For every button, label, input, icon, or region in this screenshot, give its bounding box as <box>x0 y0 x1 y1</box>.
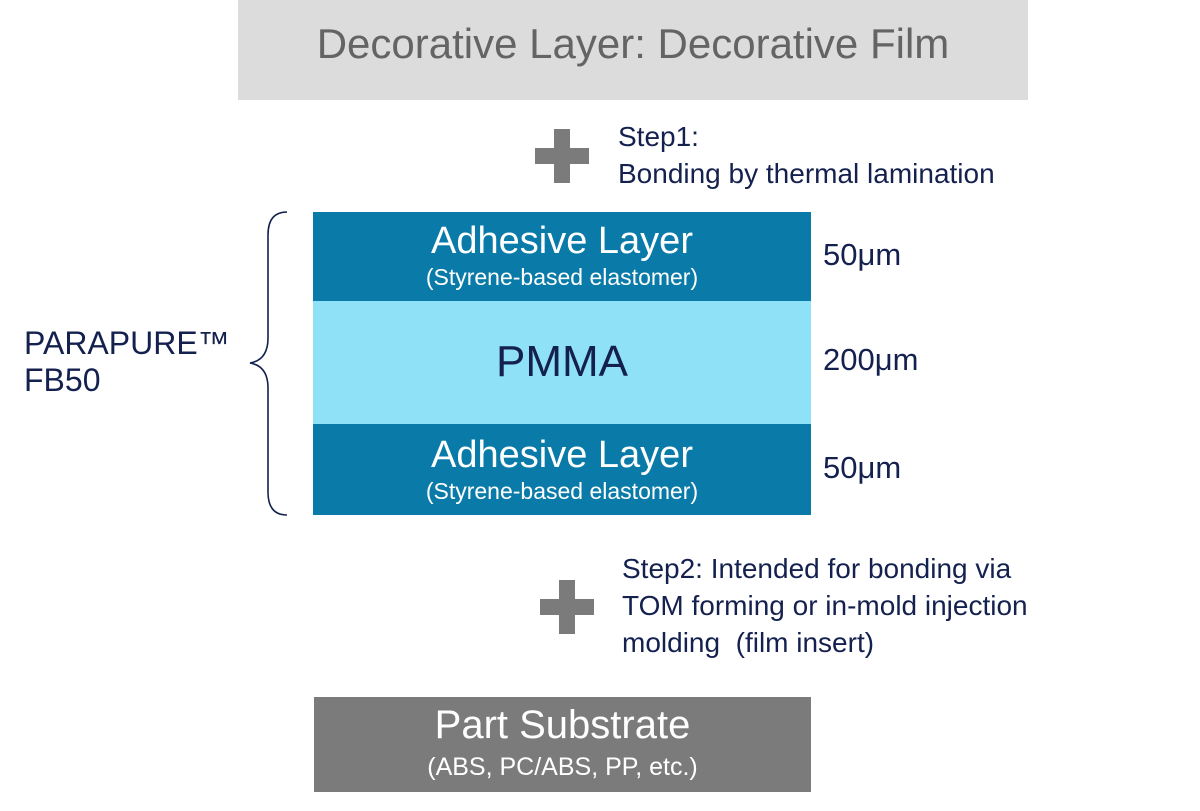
product-name: PARAPURE™ FB50 <box>24 325 230 399</box>
pmma-layer: PMMA <box>313 301 811 424</box>
thickness-label-top: 50μm <box>823 237 902 272</box>
adhesive-layer-subtitle: (Styrene-based elastomer) <box>425 478 699 504</box>
thickness-label-bottom: 50μm <box>823 450 902 485</box>
adhesive-layer-title: Adhesive Layer <box>431 220 693 262</box>
plus-icon <box>535 129 589 183</box>
step2-line2: TOM forming or in-mold injection <box>622 590 1028 621</box>
step2-text: Step2: Intended for bonding via TOM form… <box>622 550 1028 661</box>
adhesive-layer-title: Adhesive Layer <box>431 434 693 476</box>
step1-text: Step1: Bonding by thermal lamination <box>618 118 995 192</box>
part-substrate-box: Part Substrate (ABS, PC/ABS, PP, etc.) <box>314 697 811 792</box>
adhesive-layer-bottom: Adhesive Layer (Styrene-based elastomer) <box>313 424 811 515</box>
curly-brace-icon <box>249 211 288 516</box>
decorative-layer-box: Decorative Layer: Decorative Film <box>238 0 1028 100</box>
step1-line1: Step1: <box>618 121 699 152</box>
decorative-layer-label: Decorative Layer: Decorative Film <box>316 20 950 67</box>
step1-line2: Bonding by thermal lamination <box>618 158 995 189</box>
plus-icon <box>540 580 594 634</box>
part-substrate-title: Part Substrate <box>434 703 691 747</box>
part-substrate-subtitle: (ABS, PC/ABS, PP, etc.) <box>427 753 698 781</box>
adhesive-layer-subtitle: (Styrene-based elastomer) <box>425 264 699 290</box>
product-name-line2: FB50 <box>24 362 101 398</box>
pmma-layer-title: PMMA <box>496 337 628 386</box>
adhesive-layer-top: Adhesive Layer (Styrene-based elastomer) <box>313 212 811 301</box>
thickness-label-pmma: 200μm <box>823 342 919 377</box>
step2-line1: Step2: Intended for bonding via <box>622 553 1012 584</box>
product-name-line1: PARAPURE™ <box>24 325 230 361</box>
step2-line3: molding (film insert) <box>622 627 875 658</box>
